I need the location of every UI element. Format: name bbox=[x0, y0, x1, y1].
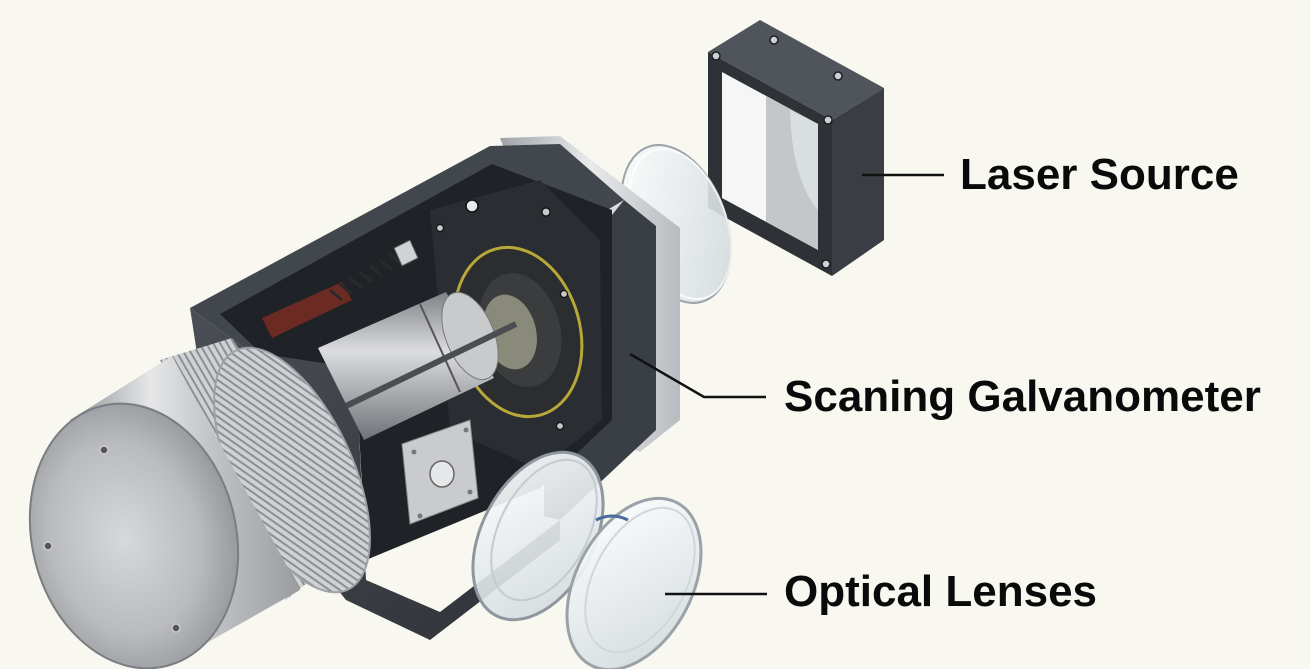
laser-source-component bbox=[708, 20, 884, 276]
screw-icon bbox=[833, 71, 843, 81]
label-scanning-galvanometer: Scaning Galvanometer bbox=[784, 372, 1261, 421]
leader-lines bbox=[629, 173, 944, 596]
screw-icon bbox=[769, 35, 779, 45]
focus-knob bbox=[28, 338, 371, 669]
screw-icon bbox=[465, 199, 479, 213]
leader-line-galvo bbox=[629, 352, 766, 399]
optical-lenses-component bbox=[471, 450, 703, 669]
galvanometer-housing bbox=[190, 136, 680, 640]
screw-icon bbox=[711, 51, 721, 61]
screw-icon bbox=[823, 115, 833, 125]
screw-icon bbox=[99, 445, 109, 455]
screw-icon bbox=[171, 623, 181, 633]
screw-icon bbox=[43, 541, 53, 551]
label-laser-source: Laser Source bbox=[960, 150, 1239, 199]
label-optical-lenses: Optical Lenses bbox=[784, 567, 1098, 616]
screw-icon bbox=[821, 259, 831, 269]
